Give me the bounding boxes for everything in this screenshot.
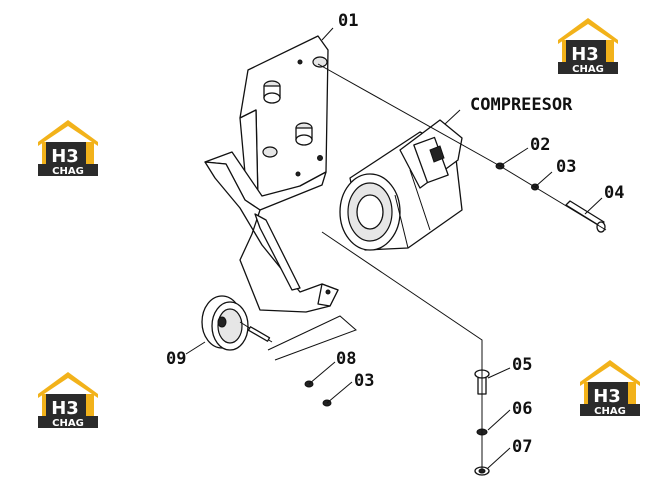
callout-03-left: 03 <box>354 371 374 391</box>
watermark-sub: CHAG <box>572 64 604 75</box>
watermark-logo-left-top: H3 CHAG <box>38 120 98 177</box>
mounting-bracket <box>204 35 339 313</box>
watermark-sub: CHAG <box>594 406 626 417</box>
callout-07: 07 <box>512 437 532 457</box>
hardware-left <box>304 380 332 407</box>
callout-09: 09 <box>166 349 186 369</box>
watermark-brand: H3 <box>51 398 79 419</box>
watermark-brand: H3 <box>593 386 621 407</box>
watermark-brand: H3 <box>51 146 79 167</box>
watermark-brand: H3 <box>571 44 599 65</box>
compressor-label: COMPREESOR <box>470 95 573 115</box>
watermark-logo-left-bottom: H3 CHAG <box>38 372 98 429</box>
callout-03-right: 03 <box>556 157 576 177</box>
watermark-sub: CHAG <box>52 166 84 177</box>
watermark-sub: CHAG <box>52 418 84 429</box>
watermark-logo-top-right: H3 CHAG <box>558 18 618 75</box>
callout-08: 08 <box>336 349 356 369</box>
callout-06: 06 <box>512 399 532 419</box>
callout-02: 02 <box>530 135 550 155</box>
callout-04: 04 <box>604 183 624 203</box>
leader-lines <box>185 27 607 470</box>
callout-05: 05 <box>512 355 532 375</box>
callout-01: 01 <box>338 11 358 31</box>
watermark-logo-right-bottom: H3 CHAG <box>580 360 640 417</box>
compressor <box>339 119 463 251</box>
idler-pulley <box>201 295 273 351</box>
